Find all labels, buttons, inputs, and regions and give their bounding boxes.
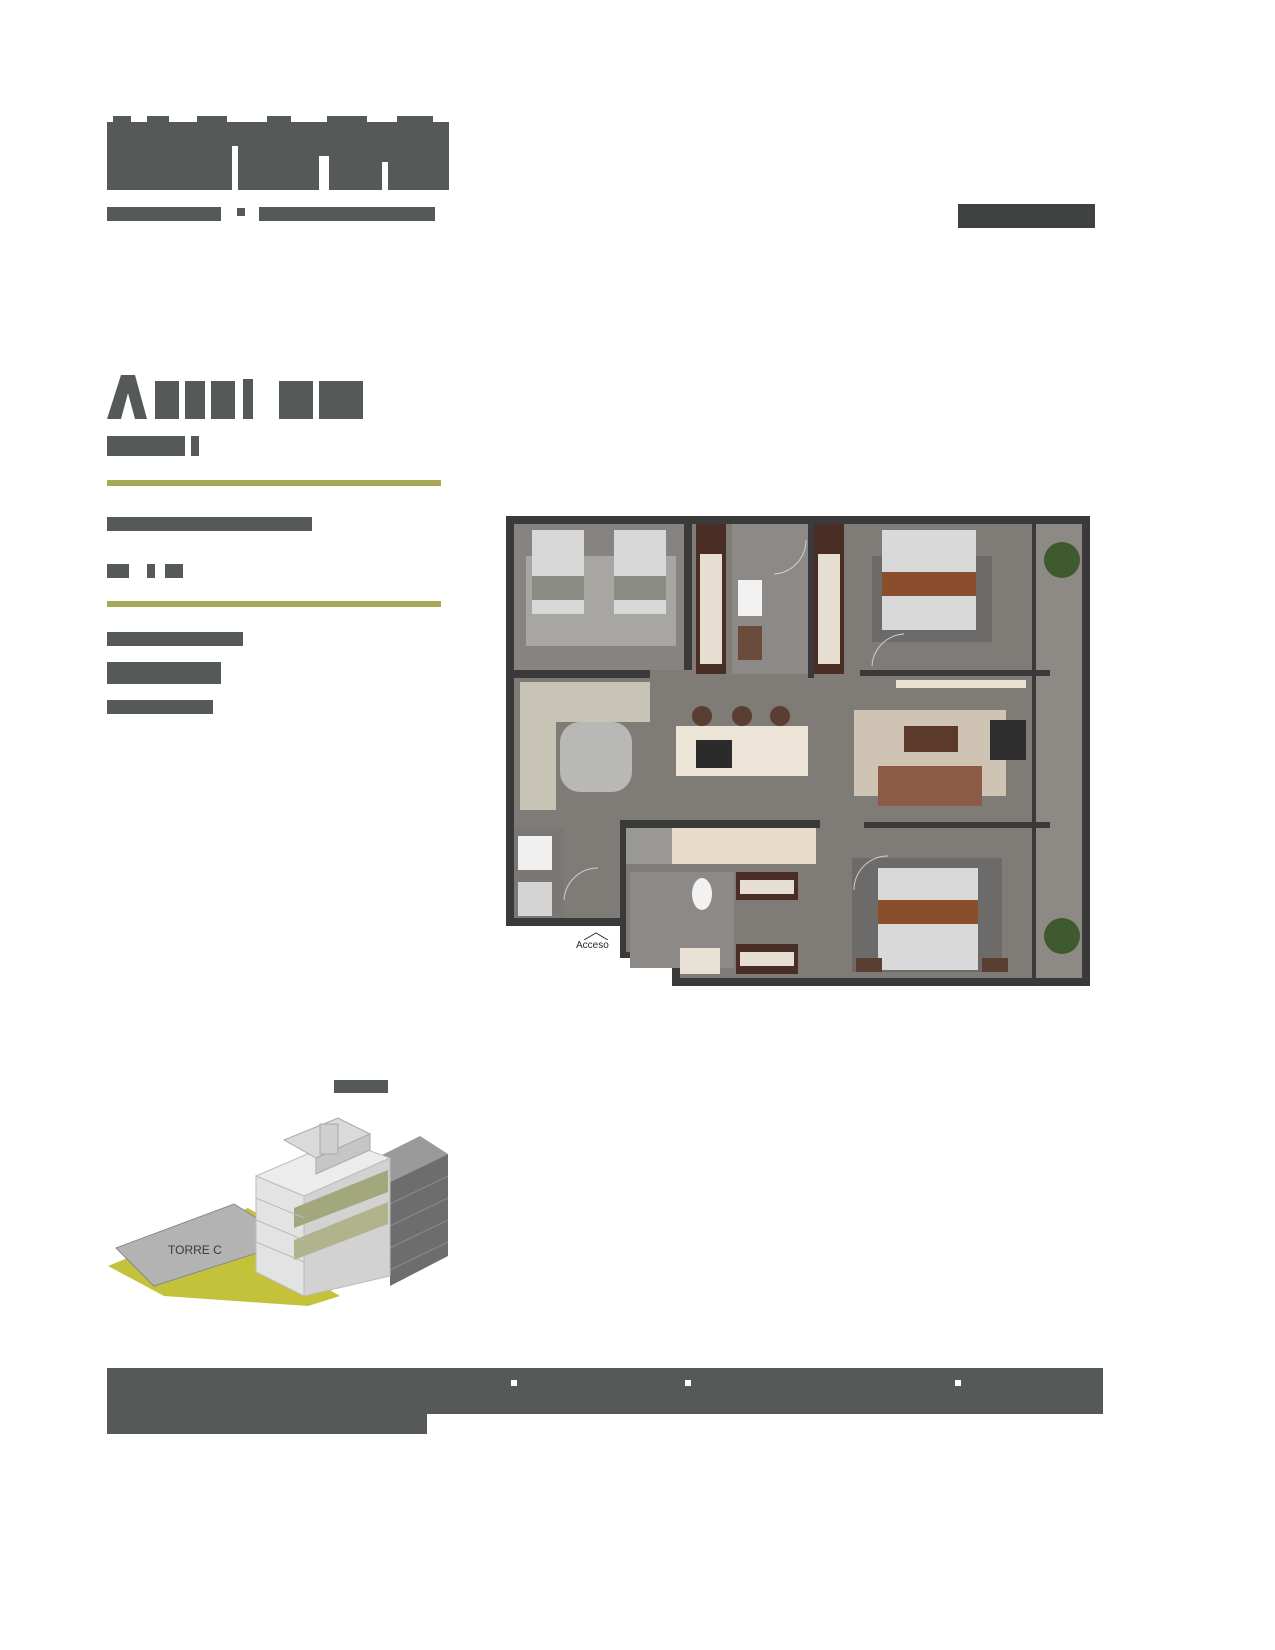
divider-top	[107, 480, 441, 486]
tower-label: TORRE C	[168, 1243, 222, 1257]
access-marker: Acceso	[574, 932, 618, 952]
access-label: Acceso	[576, 940, 609, 951]
unit-specs-line-1	[107, 517, 312, 531]
location-top-label	[334, 1080, 388, 1093]
header-badge	[958, 204, 1095, 228]
area-line-2	[107, 662, 221, 684]
floor-plan-drawing	[506, 516, 1090, 986]
footer-disclaimer	[107, 1368, 1103, 1434]
unit-subtitle	[107, 436, 199, 456]
location-map: TORRE C	[108, 1100, 452, 1312]
logo-mark	[107, 116, 449, 190]
tower-isometric-drawing	[108, 1117, 449, 1306]
access-arrow-icon	[583, 932, 609, 940]
unit-title-glyphs	[107, 375, 363, 419]
brand-tagline	[107, 207, 435, 221]
area-line-3	[107, 700, 213, 714]
brand-logo	[107, 116, 449, 190]
area-line-1	[107, 632, 243, 646]
unit-title	[107, 375, 367, 419]
unit-specs-line-2	[107, 564, 183, 578]
divider-bottom	[107, 601, 441, 607]
floor-plan: Acceso	[506, 516, 1090, 986]
